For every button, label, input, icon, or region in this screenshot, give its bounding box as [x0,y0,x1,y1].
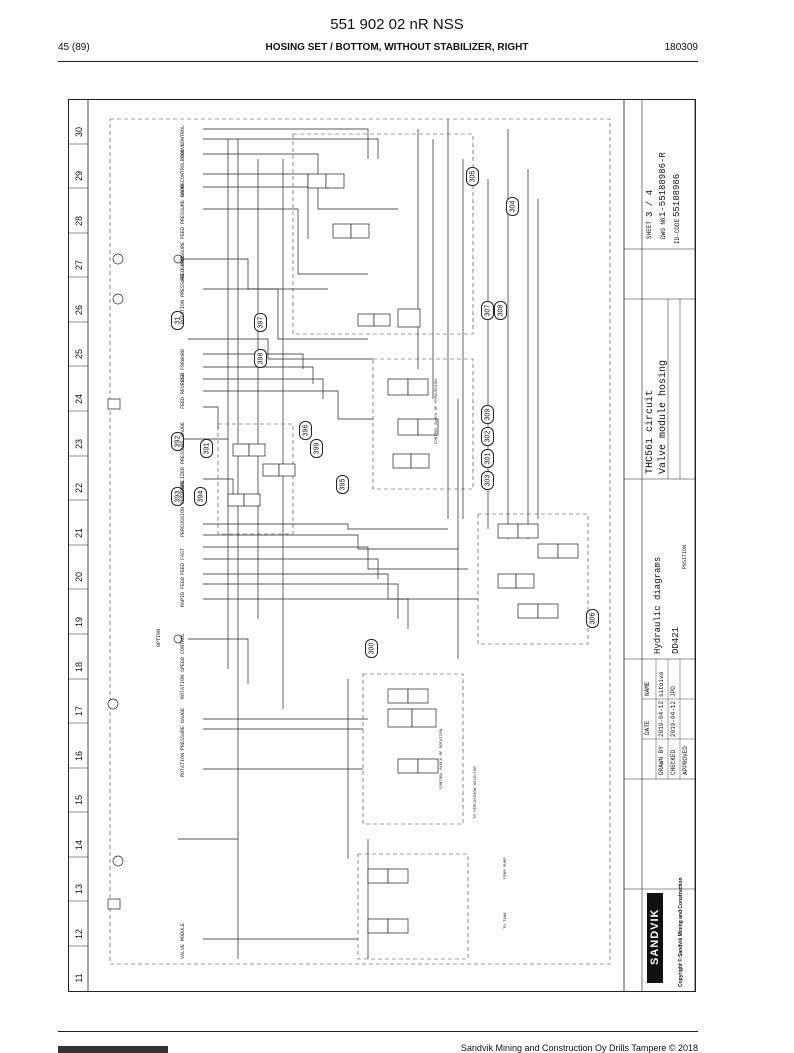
hose-label: RAPID FEED [180,576,186,607]
callout-398: 398 [254,349,267,368]
callout-393: 393 [171,487,184,506]
hydraulic-diagram-sheet: 30 29 28 27 26 25 24 23 22 21 20 19 18 1… [68,99,696,992]
title-block-dwg-label: DWG NR [660,217,667,239]
hose-label: TO PERCUSSION SELECTOR [474,766,478,819]
callout-303: 303 [481,471,494,490]
zone-number: 20 [74,572,84,583]
page-title: HOSING SET / BOTTOM, WITHOUT STABILIZER,… [265,42,529,53]
title-block-code: DD421 [671,626,681,654]
callout-399: 399 [310,439,323,458]
hose-label: ROTATION SPEED CONTROL [180,632,186,699]
zone-number: 28 [74,216,84,227]
zone-number: 16 [74,751,84,762]
title-block-checked-date: 2019-04-12 [670,700,677,737]
document-date: 180309 [664,42,698,53]
title-block-sheet-label: SHEET [646,220,653,239]
zone-number: 14 [74,840,84,851]
sandvik-logo: SANDVIK [647,893,663,983]
title-block-name-label: NAME [644,681,651,696]
callout-307: 307 [481,301,494,320]
hose-label: ROTATION PRESSURE GAUGE [180,707,186,777]
hose-label: ROTATION PRESSURE GAUGE [180,254,186,324]
hose-label: CONTROL BLOCK OF PERCUSSION [435,379,439,444]
hose-label: OPTION [156,628,162,647]
callout-396: 396 [299,421,312,440]
callout-391: 391 [200,439,213,458]
hose-label: CONTROL BLOCK OF ROTATION [440,728,444,789]
callout-304: 304 [506,197,519,216]
callout-397: 397 [254,313,267,332]
callout-392: 392 [171,432,184,451]
footer-company: Sandvik Mining and Construction Oy Drill… [460,1043,698,1053]
zone-number: 27 [74,260,84,271]
schematic-lines [68,99,696,992]
zone-number: 18 [74,662,84,673]
zone-number: 30 [74,127,84,138]
hose-label: FEED REVERSE [180,372,186,409]
hose-label: FEED FAST [180,547,186,575]
title-block-product: THC561 circuit [645,389,656,474]
callout-305: 305 [466,167,479,186]
title-block-dwg-value: 1-55188986-R [658,152,668,217]
callout-300: 300 [365,639,378,658]
footer-logo [58,1046,168,1053]
title-block-copyright: Copyright © Sandvik Mining and Construct… [678,877,684,987]
title-block-drawn-label: DRAWN BY [658,746,665,775]
callout-309: 309 [481,405,494,424]
footer-rule [58,1031,698,1032]
callout-395: 395 [336,475,349,494]
callout-301: 301 [481,449,494,468]
hose-label: FEED PRESSURE GAUGE [180,181,186,239]
hose-label: PERCUSSION PRESSURE [180,479,186,537]
callout-306: 306 [586,609,599,628]
zone-number: 24 [74,394,84,405]
zone-number: 15 [74,795,84,806]
title-block-position-label: POSITION [682,544,688,569]
zone-number: 29 [74,171,84,182]
zone-number: 19 [74,617,84,628]
title-block-diagram-type: Hydraulic diagrams [653,556,663,654]
title-block-approved-label: APPROVED [682,746,689,775]
title-block-date-label: DATE [644,720,651,735]
hose-label: VALVE MODULE [180,922,186,959]
zone-number: 22 [74,483,84,494]
title-block-checked-label: CHECKED [670,749,677,775]
zone-number: 17 [74,706,84,717]
title-block-drawn-name: sitoivo [658,671,665,697]
zone-number: 12 [74,929,84,940]
zone-number: 26 [74,305,84,316]
hose-label: TO TANK [504,912,508,929]
title-block-id-value: 55188986 [672,173,682,217]
title-block-subtitle: Valve module hosing [658,359,669,474]
callout-31: 31 [171,311,184,330]
title-block-drawn-date: 2019-04-12 [658,700,665,737]
callout-302: 302 [481,427,494,446]
zone-number: 11 [74,973,84,983]
zone-number: 21 [74,528,84,539]
title-block-sheet-value: 3 / 4 [645,189,655,217]
callout-308: 308 [494,301,507,320]
callout-394: 394 [194,487,207,506]
title-block-checked-name: JPO [670,686,677,697]
zone-number: 25 [74,349,84,360]
header-rule [58,61,698,62]
page-count: 45 (89) [58,42,90,53]
zone-number: 23 [74,439,84,450]
title-block-id-label: ID-CODE [674,218,681,244]
document-number: 551 902 02 nR NSS [330,16,464,33]
zone-number: 13 [74,884,84,895]
hose-label: FROM PUMP [504,857,508,879]
